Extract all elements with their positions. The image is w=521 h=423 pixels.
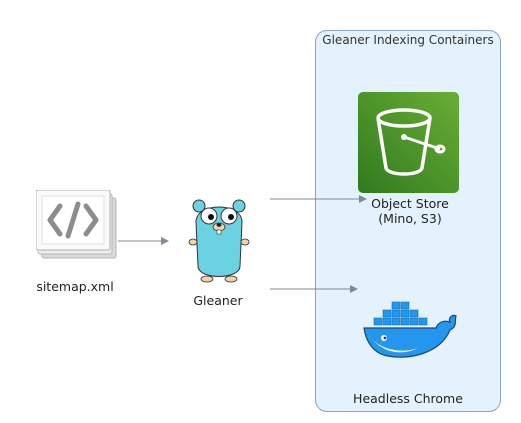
- object-store-label: Object Store: [371, 196, 449, 211]
- headless-chrome-label: Headless Chrome: [353, 391, 463, 406]
- bucket-icon: [358, 92, 459, 193]
- object-store-sublabel: (Mino, S3): [378, 211, 442, 226]
- docker-whale-icon: [358, 300, 462, 366]
- sitemap-label: sitemap.xml: [36, 279, 114, 294]
- xml-document-icon: [36, 190, 122, 266]
- gleaner-label: Gleaner: [193, 293, 243, 308]
- group-title: Gleaner Indexing Containers: [322, 33, 494, 47]
- gopher-mascot-icon: [188, 196, 250, 284]
